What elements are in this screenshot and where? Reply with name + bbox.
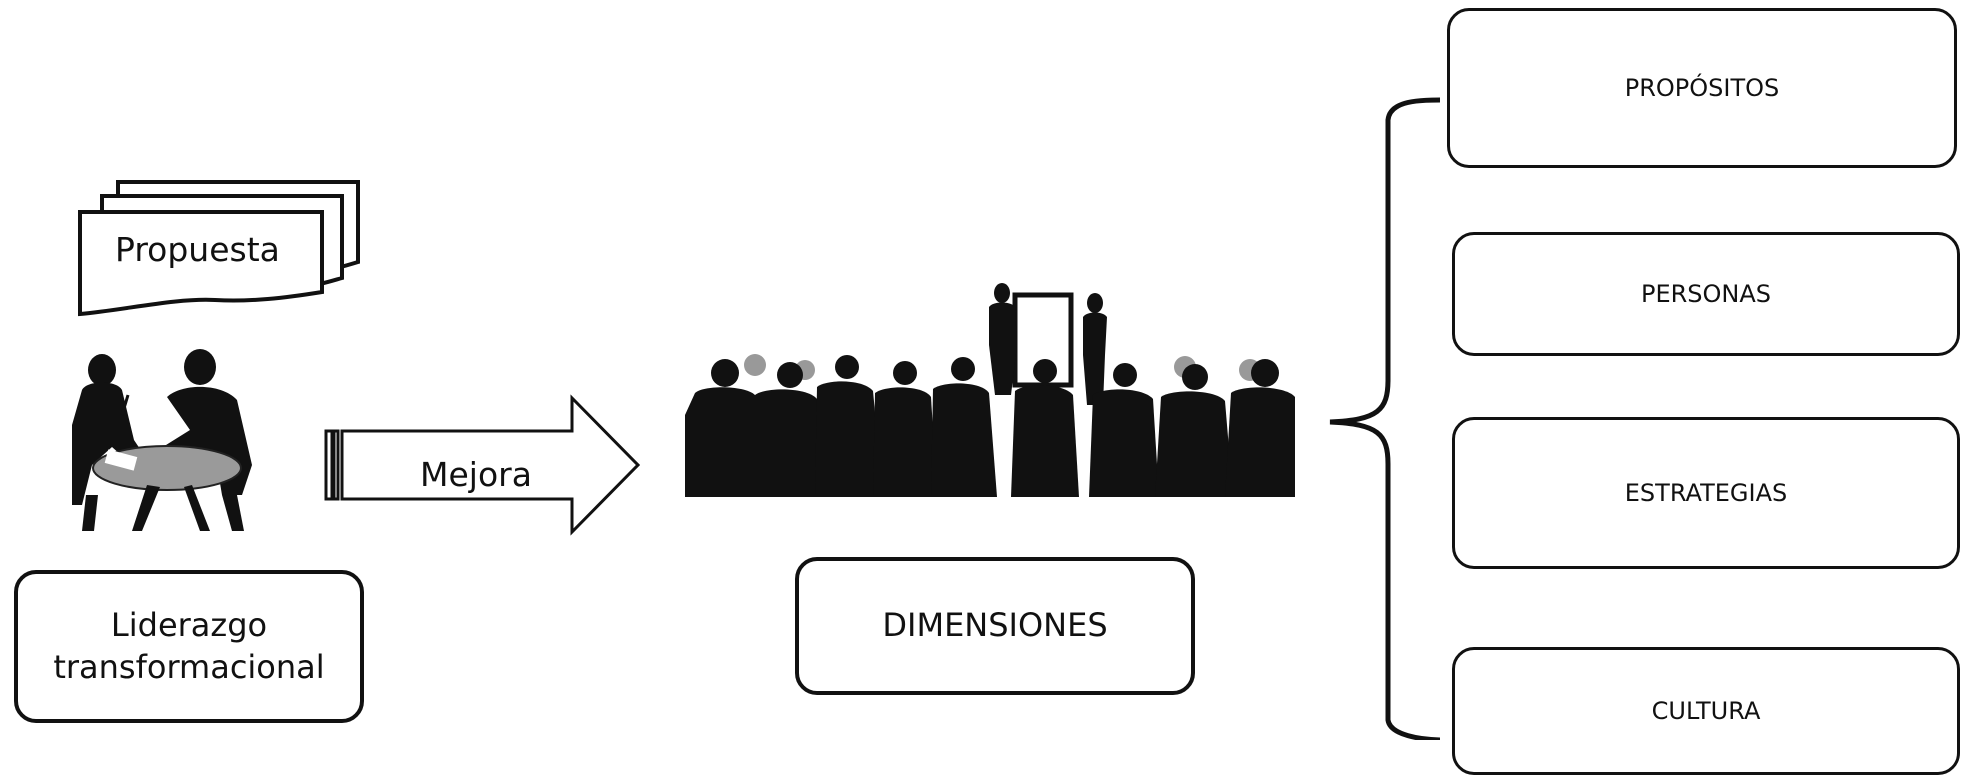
mejora-label: Mejora (420, 455, 532, 494)
dimension-box-estrategias: ESTRATEGIAS (1452, 417, 1960, 569)
meeting-silhouette-image (72, 345, 262, 531)
dimensiones-box: DIMENSIONES (795, 557, 1195, 695)
liderazgo-label: Liderazgo transformacional (53, 605, 325, 686)
dimension-label: CULTURA (1651, 697, 1761, 725)
dimensiones-label: DIMENSIONES (882, 606, 1108, 645)
liderazgo-box: Liderazgo transformacional (14, 570, 364, 723)
propuesta-label: Propuesta (115, 230, 280, 269)
curly-brace (1329, 97, 1440, 740)
dimension-box-personas: PERSONAS (1452, 232, 1960, 356)
mejora-arrow (324, 394, 640, 536)
dimension-box-cultura: CULTURA (1452, 647, 1960, 775)
dimension-label: PERSONAS (1640, 280, 1772, 308)
audience-silhouette-image (685, 283, 1295, 497)
dimension-label: ESTRATEGIAS (1624, 479, 1788, 507)
dimension-box-propositos: PROPÓSITOS (1447, 8, 1957, 168)
dimension-label: PROPÓSITOS (1624, 74, 1780, 102)
document-stack-icon (78, 180, 360, 317)
